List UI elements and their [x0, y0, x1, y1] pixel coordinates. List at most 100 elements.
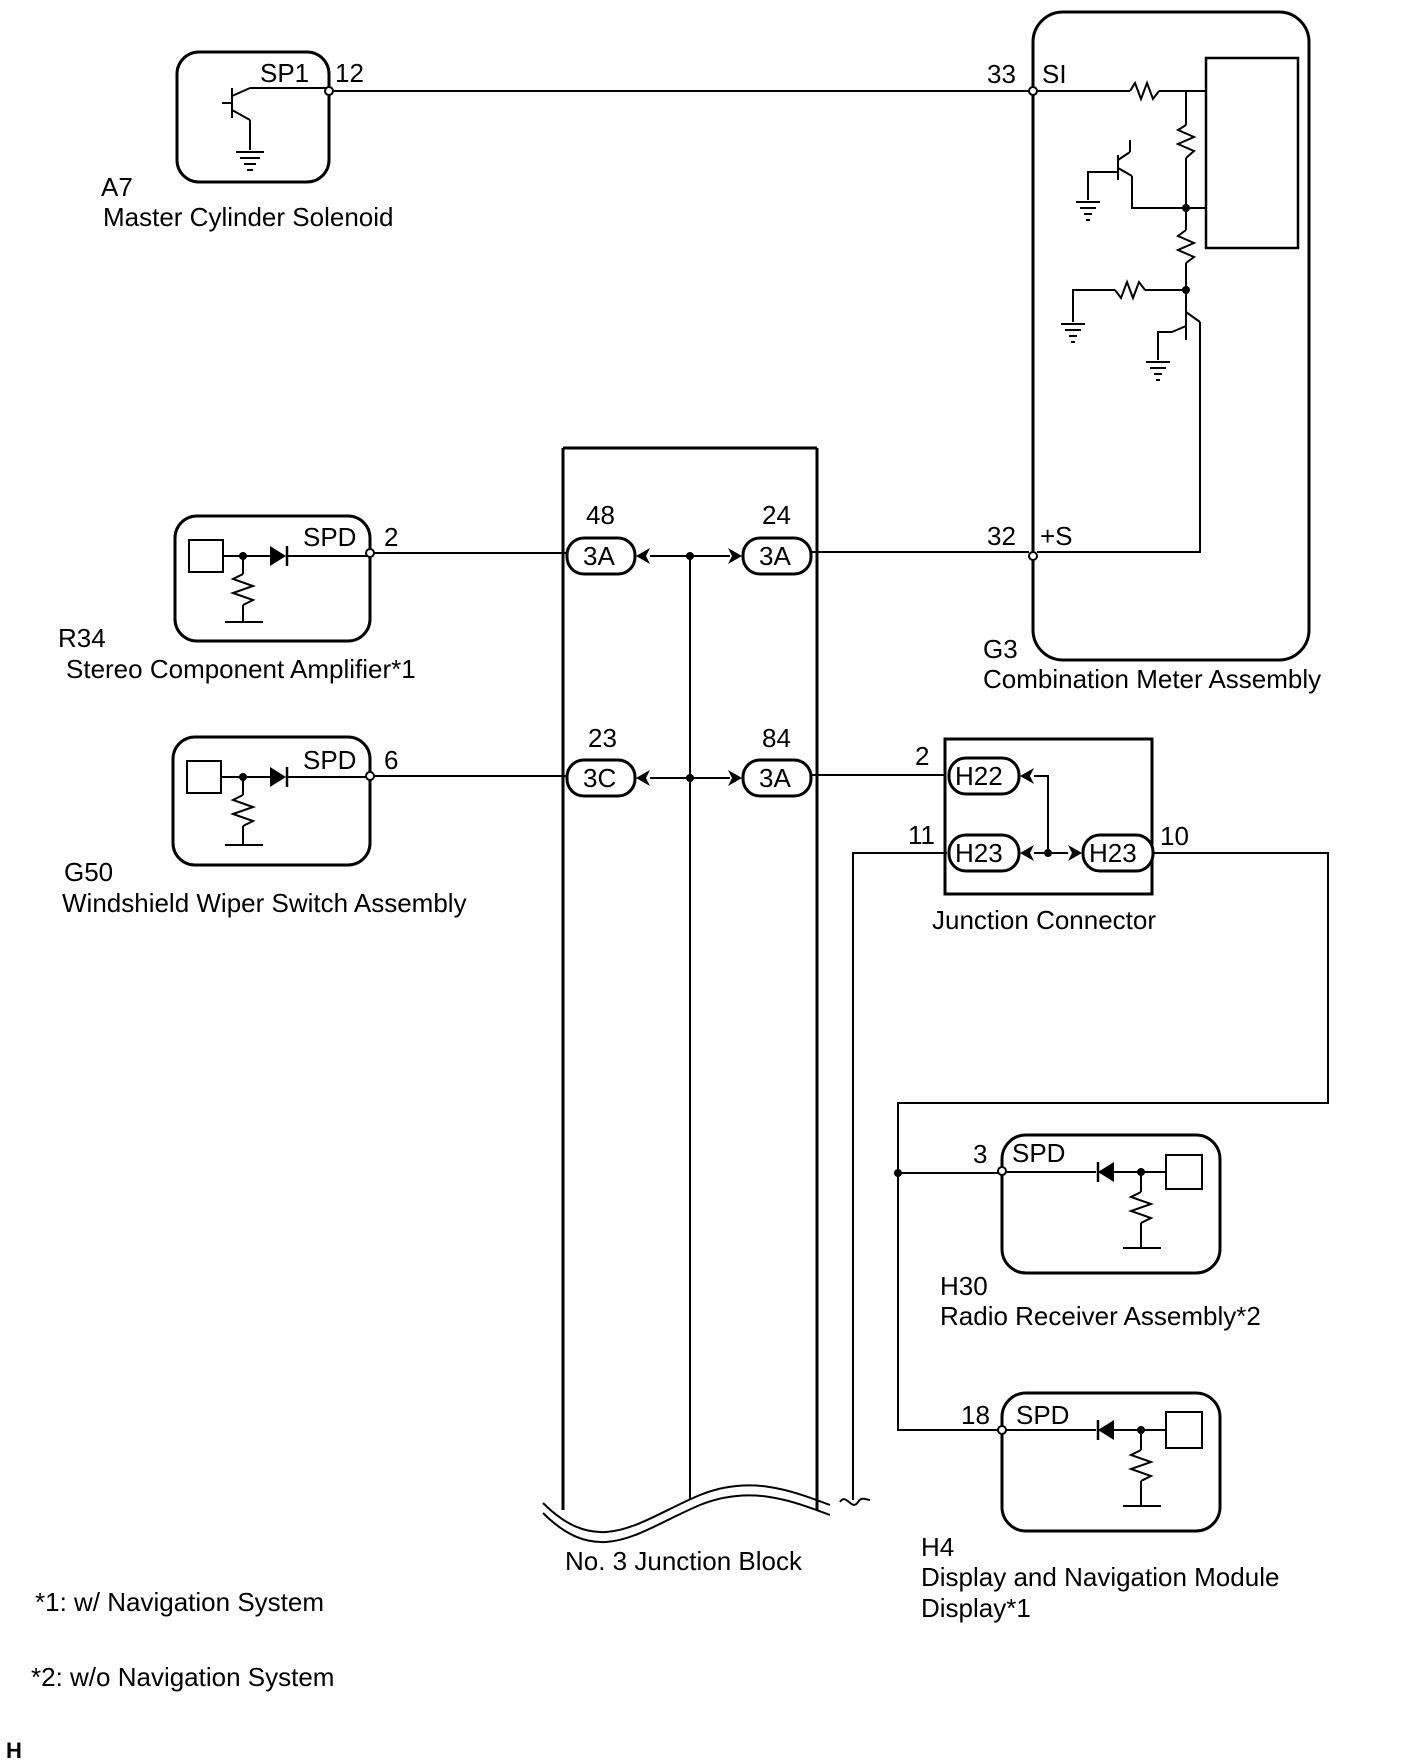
a7-name: Master Cylinder Solenoid: [103, 202, 393, 232]
jc-h23-right-pin: 10: [1160, 821, 1189, 851]
arrow-left-icon: [1020, 768, 1034, 784]
component-g50: SPD 6 G50 Windshield Wiper Switch Assemb…: [62, 735, 467, 918]
r34-pin: 2: [384, 522, 398, 552]
jc-h22-internal: [1034, 775, 1049, 853]
g3-t2-emitter: [1171, 325, 1187, 333]
note-1: *1: w/ Navigation System: [35, 1587, 324, 1617]
diode-icon: [1098, 1162, 1114, 1182]
jb-conn-tr-pin: 24: [762, 500, 791, 530]
jc-h22-label: H22: [955, 761, 1003, 791]
h4-name-line1: Display and Navigation Module: [921, 1562, 1279, 1592]
wire-h23-left: [852, 852, 947, 1500]
jb-conn-tr: [741, 536, 813, 576]
g3-name: Combination Meter Assembly: [983, 664, 1321, 694]
arrow-left-icon: [636, 548, 650, 564]
arrow-right-icon: [728, 548, 742, 564]
g3-s-wire: [1037, 322, 1201, 553]
g50-name: Windshield Wiper Switch Assembly: [62, 888, 467, 918]
arrow-right-icon: [728, 770, 742, 786]
wire-h23-right: [897, 852, 1329, 1431]
component-h4: 18 SPD H4 Display and Navigation Module …: [921, 1391, 1279, 1623]
jb-conn-tr-label: 3A: [759, 541, 791, 571]
g50-ic-square: [186, 760, 222, 794]
resistor-icon: [229, 794, 257, 827]
jc-h22: [947, 756, 1021, 796]
jb-conn-tl-label: 3A: [583, 541, 615, 571]
diode-icon: [270, 546, 286, 566]
r34-terminal-label: SPD: [303, 522, 356, 552]
jb-conn-bl-pin: 23: [588, 723, 617, 753]
g3-t1-collector: [1117, 151, 1131, 161]
g3-s-label: +S: [1040, 521, 1073, 551]
g3-s-pin-dot: [1028, 551, 1038, 561]
arrow-right-icon: [1068, 845, 1082, 861]
jc-h22-pin: 2: [915, 741, 929, 771]
resistor-icon: [1127, 1191, 1155, 1224]
g3-si-pin-dot: [1028, 86, 1038, 96]
component-r34: SPD 2 R34 Stereo Component Amplifier*1: [58, 514, 416, 684]
jc-node: [1044, 849, 1052, 857]
g3-code: G3: [983, 634, 1018, 664]
r34-code: R34: [58, 623, 106, 653]
jb-conn-bl-label: 3C: [583, 763, 616, 793]
g50-pin: 6: [384, 745, 398, 775]
jc-h23-left: [947, 833, 1021, 873]
resistor-icon: [1129, 80, 1160, 102]
component-h30: 3 SPD H30 Radio Receiver Assembly*2: [940, 1133, 1261, 1331]
r34-pin-dot: [365, 548, 375, 558]
g3-r3-ground-lead: [1072, 289, 1115, 322]
arrow-left-icon: [636, 770, 650, 786]
g3-ic-block: [1204, 56, 1300, 250]
g3-si-label: SI: [1042, 59, 1067, 89]
diode-icon: [1098, 1420, 1114, 1440]
resistor-icon: [1114, 279, 1146, 301]
g3-t1-emitter: [1117, 167, 1133, 177]
junction-block: 3A 48 3A 24 3C 23 3A 84 No. 3 Junction B…: [542, 446, 831, 1576]
a7-transistor-emitter: [231, 109, 251, 121]
a7-pin: 12: [335, 58, 364, 88]
jb-name: No. 3 Junction Block: [565, 1546, 803, 1576]
jb-conn-br: [741, 758, 813, 798]
ground-icon: [1076, 201, 1100, 221]
g3-t1-ground-lead: [1087, 171, 1118, 200]
jc-h23-left-label: H23: [955, 838, 1003, 868]
jc-name: Junction Connector: [932, 905, 1156, 935]
a7-transistor-collector: [231, 87, 251, 97]
g3-s-pin: 32: [987, 521, 1016, 551]
jb-break-line-2: [542, 1494, 831, 1544]
jb-conn-br-pin: 84: [762, 723, 791, 753]
g3-t2-collector: [1185, 311, 1201, 323]
h30-pin-dot: [997, 1166, 1007, 1176]
h30-pin: 3: [973, 1139, 987, 1169]
h4-pin: 18: [961, 1400, 990, 1430]
jb-conn-bl: [565, 758, 637, 798]
resistor-icon: [1127, 1449, 1155, 1482]
g50-code: G50: [64, 857, 113, 887]
note-2: *2: w/o Navigation System: [31, 1662, 334, 1692]
h30-ic-square: [1165, 1154, 1203, 1190]
a7-box: [175, 50, 331, 184]
r34-ic-square: [188, 539, 224, 573]
g3-t2-ground-lead: [1157, 331, 1172, 360]
g50-pin-dot: [365, 771, 375, 781]
jb-top-node: [686, 552, 694, 560]
h4-name-line2: Display*1: [921, 1593, 1031, 1623]
a7-terminal-label: SP1: [260, 58, 309, 88]
g3-si-pin: 33: [987, 59, 1016, 89]
component-g3: 33 SI 32 +S: [983, 10, 1321, 694]
resistor-icon: [1175, 229, 1197, 264]
h4-code: H4: [921, 1532, 954, 1562]
jb-conn-br-label: 3A: [759, 763, 791, 793]
jb-conn-tl-pin: 48: [586, 500, 615, 530]
h4-ic-square: [1165, 1411, 1203, 1449]
h30-code: H30: [940, 1271, 988, 1301]
resistor-icon: [229, 573, 257, 606]
jb-conn-tl: [565, 536, 637, 576]
junction-connector: 2 H22 11 H23 H23 10 Junction Connector: [908, 737, 1189, 935]
g50-terminal-label: SPD: [303, 745, 356, 775]
h4-pin-dot: [997, 1425, 1007, 1435]
corner-mark: H: [6, 1738, 22, 1763]
g3-t1-to-node: [1131, 176, 1186, 209]
wire-break-mark: [839, 1497, 871, 1506]
